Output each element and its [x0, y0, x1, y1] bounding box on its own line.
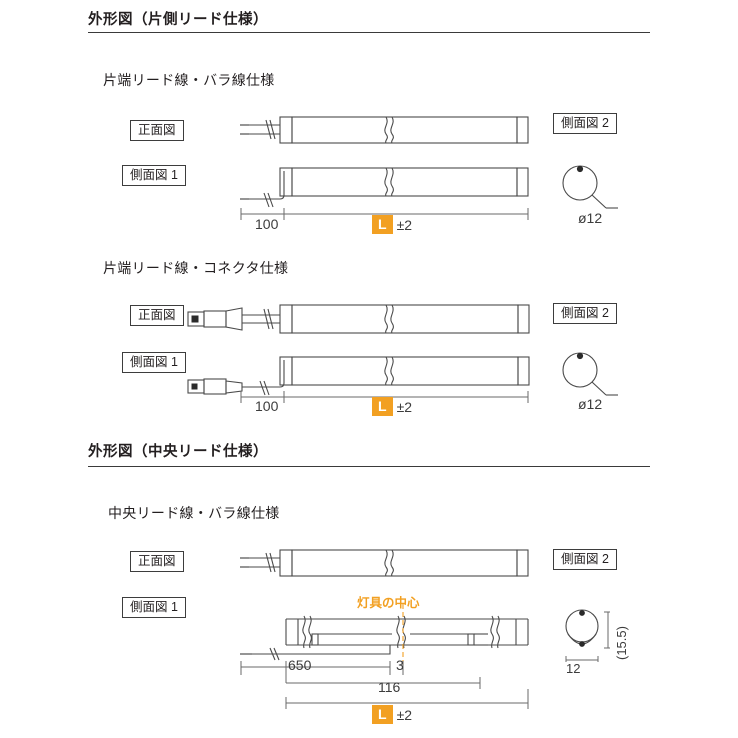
- section-rule-center-lead: [88, 466, 650, 467]
- annotation-fixture-center: 灯具の中心: [357, 596, 420, 610]
- viewbox-front-view-bare-wire: 正面図: [130, 120, 184, 142]
- viewbox-side-view-2-bare-wire: 側面図 2: [553, 113, 617, 135]
- dimension-lead-length-bare-wire: 100: [255, 216, 279, 232]
- dimension-lines-center: [240, 661, 529, 709]
- dimension-length-center: L±2: [372, 705, 413, 725]
- length-symbol-chip-bare-wire: L: [372, 215, 393, 235]
- sub-heading-connector: 片端リード線・コネクタ仕様: [103, 260, 289, 276]
- viewbox-front-view-connector: 正面図: [130, 305, 184, 327]
- length-symbol-chip-center: L: [372, 705, 393, 725]
- sub-heading-bare-wire: 片端リード線・バラ線仕様: [103, 72, 275, 88]
- length-tolerance-bare-wire: ±2: [396, 216, 413, 233]
- section-heading-one-side-lead: 外形図（片側リード仕様）: [88, 12, 268, 28]
- drawing-front-view-center: [240, 549, 529, 577]
- drawing-side-view-1-center: [240, 615, 529, 661]
- length-tolerance-center: ±2: [396, 706, 413, 723]
- section-heading-center-lead: 外形図（中央リード仕様）: [88, 444, 268, 460]
- dimension-lead-length-center: 650: [288, 657, 312, 673]
- viewbox-side-view-1-bare-wire: 側面図 1: [122, 165, 186, 187]
- drawing-cross-section-bare-wire: [562, 165, 618, 209]
- viewbox-side-view-1-center: 側面図 1: [122, 597, 186, 619]
- dimension-length-bare-wire: L±2: [372, 215, 413, 235]
- drawing-side-view-1-connector: [187, 356, 530, 396]
- viewbox-front-view-center: 正面図: [130, 551, 184, 573]
- length-symbol-chip-connector: L: [372, 397, 393, 417]
- dimension-lead-length-connector: 100: [255, 398, 279, 414]
- viewbox-side-view-2-connector: 側面図 2: [553, 303, 617, 325]
- dimension-length-connector: L±2: [372, 397, 413, 417]
- fixture-center-line: [402, 604, 404, 666]
- length-tolerance-connector: ±2: [396, 398, 413, 415]
- sub-heading-center-bare-wire: 中央リード線・バラ線仕様: [108, 505, 280, 521]
- drawing-front-view-bare-wire: [240, 116, 529, 144]
- dimension-line-bare-wire: [240, 208, 529, 220]
- dimension-offset-center: 3: [396, 657, 404, 673]
- viewbox-side-view-2-center: 側面図 2: [553, 549, 617, 571]
- drawing-front-view-connector: [187, 304, 530, 334]
- drawing-side-view-1-bare-wire: [240, 167, 529, 208]
- dimension-width-center: 12: [566, 661, 581, 676]
- dimension-height-center: (15.5): [614, 626, 629, 660]
- section-rule-one-side-lead: [88, 32, 650, 33]
- drawing-cross-section-center: [565, 609, 610, 662]
- viewbox-side-view-1-connector: 側面図 1: [122, 352, 186, 374]
- dimension-inner-length-center: 116: [378, 679, 401, 695]
- drawing-cross-section-connector: [562, 352, 618, 396]
- dimension-diameter-bare-wire: ø12: [578, 210, 603, 226]
- dimension-diameter-connector: ø12: [578, 396, 603, 412]
